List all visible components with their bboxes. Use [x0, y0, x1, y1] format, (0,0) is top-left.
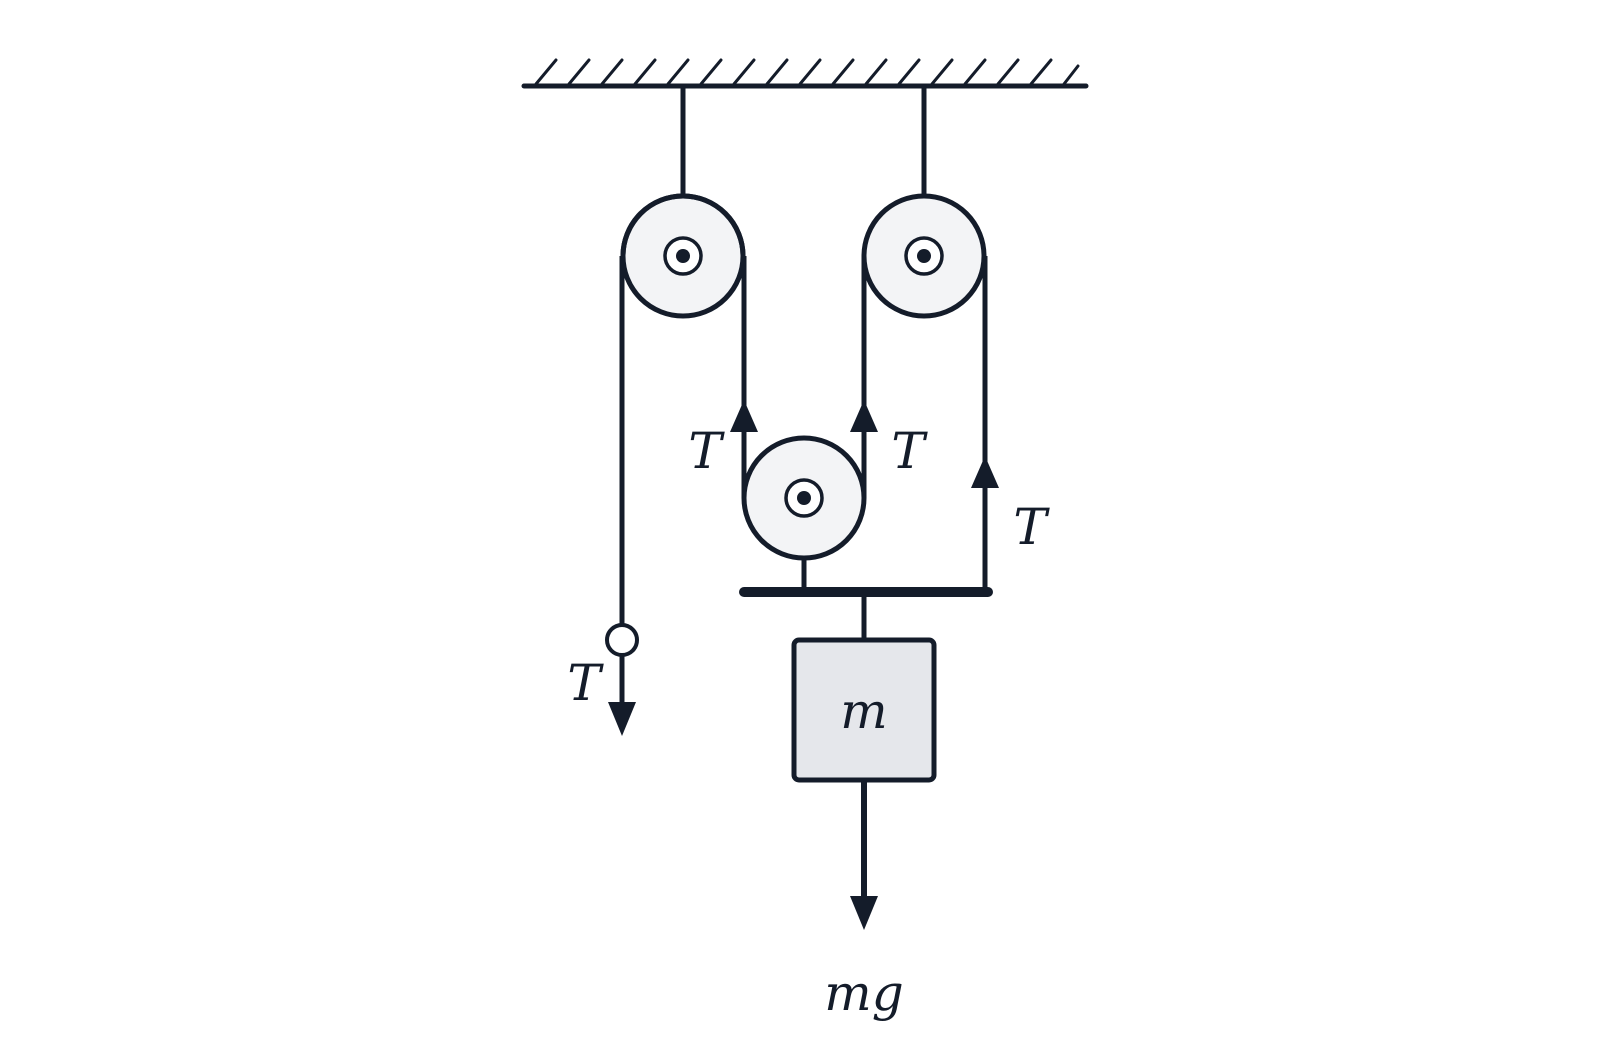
fixed-pulley-left: [620, 193, 746, 319]
tension-arrowhead-moving-left: [730, 400, 758, 432]
tension-arrowhead-bar-right: [971, 456, 999, 488]
ceiling: [521, 58, 1089, 89]
ceiling-hatching: [534, 58, 1080, 86]
block-mass-label: m: [840, 682, 887, 740]
fixed-pulley-right-axle: [917, 249, 931, 263]
tension-label-bar-right: T: [1013, 498, 1050, 556]
moving-pulley-axle: [797, 491, 811, 505]
fixed-pulley-right: [861, 193, 987, 319]
moving-pulley: [741, 435, 867, 592]
weight-label: mg: [824, 964, 903, 1022]
fixed-pulley-left-axle: [676, 249, 690, 263]
tension-label-left-free-end: T: [567, 654, 604, 712]
tension-label-moving-left: T: [688, 422, 725, 480]
weight-arrowhead: [850, 896, 878, 930]
force-application-point: [605, 623, 639, 657]
tension-label-moving-right: T: [891, 422, 928, 480]
tension-arrowhead-moving-right: [850, 400, 878, 432]
tension-arrowhead-left-free-end: [608, 702, 636, 736]
